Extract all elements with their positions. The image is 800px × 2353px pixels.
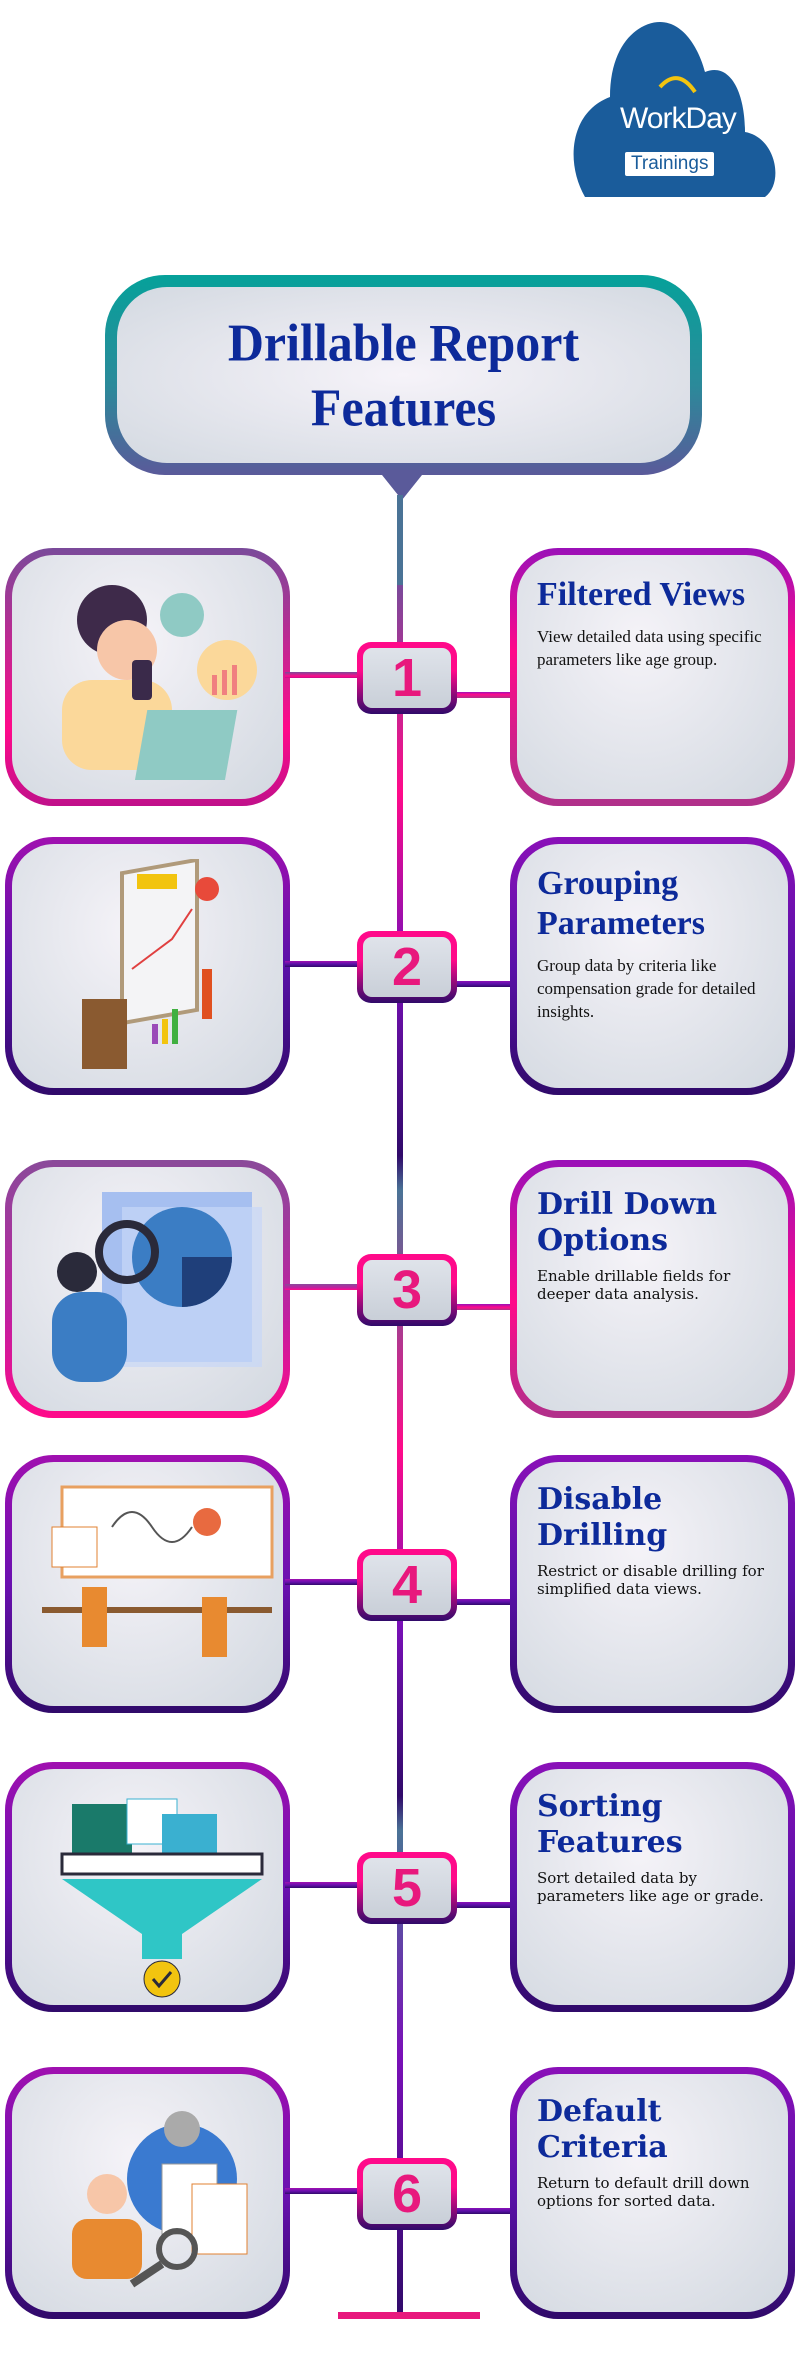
connector-line [455,1599,515,1605]
logo-tag: Trainings [625,152,715,176]
feature-illustration-panel [5,1455,290,1713]
feature-title: Grouping Parameters [537,865,706,942]
feature-card: Filtered Views View detailed data using … [510,548,795,806]
funnel-filter-icon [60,1798,264,1998]
connector-line [285,672,360,678]
feature-card: Drill Down Options Enable drillable fiel… [510,1160,795,1418]
step-number-badge: 3 [357,1254,457,1326]
feature-illustration-panel [5,1160,290,1418]
feature-title: Filtered Views [537,576,746,613]
feature-description: Return to default drill down options for… [537,2174,750,2210]
feature-description: View detailed data using specific parame… [537,627,762,669]
timeline-spine [397,585,403,2315]
workday-trainings-logo: WorkDay Trainings [570,12,780,202]
feature-title: Disable Drilling [537,1482,668,1553]
feature-illustration-panel [5,548,290,806]
person-documents-gear-icon [72,2111,248,2288]
step-number-badge: 2 [357,931,457,1003]
timeline-base [338,2312,480,2319]
feature-card: Sorting Features Sort detailed data by p… [510,1762,795,2012]
team-dashboard-icon [42,1485,274,1657]
connector-line [285,1882,360,1888]
connector-line [455,692,515,698]
connector-line [285,1579,360,1585]
magnifier-pie-chart-icon [52,1192,262,1382]
feature-title: Default Criteria [537,2094,668,2165]
feature-card: Grouping Parameters Group data by criter… [510,837,795,1095]
cloud-icon [573,22,776,197]
connector-line [455,981,515,987]
feature-description: Sort detailed data by parameters like ag… [537,1869,764,1905]
logo-name: WorkDay [620,102,737,135]
step-number-badge: 5 [357,1852,457,1924]
step-number-badge: 4 [357,1549,457,1621]
feature-illustration-panel [5,837,290,1095]
feature-illustration-panel [5,2067,290,2319]
connector-line [285,2188,360,2194]
feature-title: Sorting Features [537,1789,683,1860]
feature-description: Group data by criteria like compensation… [537,956,756,1021]
feature-description: Restrict or disable drilling for simplif… [537,1562,764,1598]
timeline-spine [397,495,403,585]
connector-line [455,2208,515,2214]
feature-title: Drill Down Options [537,1187,718,1258]
connector-line [285,1284,360,1290]
step-number-badge: 6 [357,2158,457,2230]
connector-line [285,961,360,967]
feature-illustration-panel [5,1762,290,2012]
connector-line [455,1902,515,1908]
feature-card: Disable Drilling Restrict or disable dri… [510,1455,795,1713]
feature-description: Enable drillable fields for deeper data … [537,1267,731,1303]
step-number-badge: 1 [357,642,457,714]
connector-line [455,1304,515,1310]
person-phone-laptop-icon [62,585,257,780]
feature-card: Default Criteria Return to default drill… [510,2067,795,2319]
clipboard-chart-icon [82,859,219,1069]
